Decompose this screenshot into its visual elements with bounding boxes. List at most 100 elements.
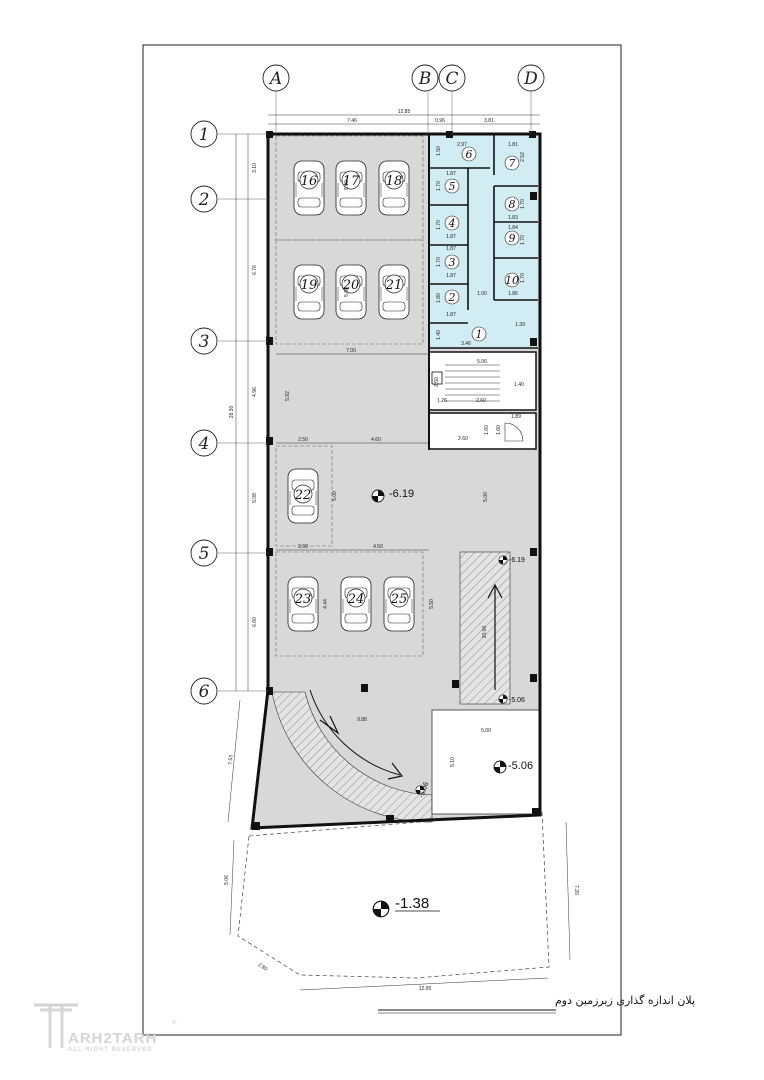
dim-elev-1-60b: 1.60 (496, 425, 502, 435)
dim-row-depth-a: 5.00 (344, 180, 350, 190)
level-main-floor-text: -6.19 (389, 488, 414, 500)
storage-9: 9 (504, 230, 520, 246)
yard-outline (237, 811, 550, 979)
dim-aisle-depth: 5.92 (285, 391, 291, 401)
slot-label-22: 22 (294, 488, 312, 503)
parking-slot-labels: 16 17 18 19 20 21 22 23 24 25 (293, 170, 409, 608)
dim-elev-1-60: 1.60 (484, 425, 490, 435)
entrance-platform (431, 709, 541, 815)
grid-label-1: 1 (199, 125, 210, 145)
dim-st-1-84: 1.84 (508, 225, 518, 231)
grid-bubble-d: D (517, 64, 545, 92)
dim-st-1-81: 1.81 (508, 142, 518, 148)
dim-bay-2-60: 2.60 (298, 544, 308, 550)
grid-bubble-1: 1 (190, 120, 218, 148)
dim-ramp-length: 20.00 (482, 626, 488, 639)
grid-bubble-2: 2 (190, 185, 218, 213)
dim-left-2: 6.76 (252, 265, 258, 275)
dim-st-1-70g: 1.70 (520, 273, 526, 283)
dim-st-1-87a: 1.87 (446, 171, 456, 177)
storage-partitions (429, 134, 538, 349)
dim-bay-4-60: 4.60 (371, 437, 381, 443)
grid-row-bubbles: 1 2 3 4 5 6 (190, 120, 218, 705)
slot-24: 24 (346, 588, 366, 608)
storage-label-7: 7 (509, 157, 516, 170)
dim-st-1-50: 1.50 (436, 146, 442, 156)
dim-st-1-83: 1.83 (508, 215, 518, 221)
grid-label-d: D (523, 69, 538, 89)
slot-label-17: 17 (343, 174, 360, 189)
slot-20: 20 (341, 274, 361, 294)
level-yard-text: -1.38 (395, 895, 429, 912)
sheet-frame (142, 44, 622, 1036)
dim-elev-2-60: 2.60 (458, 436, 468, 442)
storage-10: 10 (504, 272, 520, 288)
slot-17: 17 (341, 170, 361, 190)
grid-bubble-5: 5 (190, 539, 218, 567)
dim-st-1-70b: 1.70 (436, 220, 442, 230)
storage-label-10: 10 (505, 274, 519, 287)
grid-bubble-a: A (262, 64, 290, 92)
dim-stair-1-40: 1.40 (514, 382, 524, 388)
dim-left-3: 4.96 (252, 387, 258, 397)
grid-label-4: 4 (198, 434, 210, 454)
dim-bay-2-50: 2.50 (298, 437, 308, 443)
storage-2: 2 (444, 289, 460, 305)
storage-label-3: 3 (449, 256, 456, 269)
drawing-caption: پلان اندازه گذاری زیرزمین دوم (555, 994, 695, 1007)
dim-st-2-52: 2.52 (520, 152, 526, 162)
slot-25: 25 (389, 588, 409, 608)
level-ramp-landing-text: -5.06 (509, 697, 525, 704)
dim-bay-5-00b: 5.00 (483, 492, 489, 502)
dim-bay-4-50: 4.50 (373, 544, 383, 550)
dim-ramp-radius: 9.88 (357, 717, 367, 723)
dim-st-1-87d: 1.87 (446, 273, 456, 279)
storage-label-6: 6 (466, 148, 473, 161)
dim-bay-5-50: 5.50 (429, 599, 435, 609)
parking-bay-22 (275, 445, 333, 547)
grid-bubble-b: B (411, 64, 439, 92)
dim-ramp-5-10: 5.10 (450, 757, 456, 767)
slot-label-18: 18 (386, 174, 403, 189)
dim-st-1-39: 1.39 (515, 322, 525, 328)
brand-logo-rights: ALL RIGHT RESERVED (68, 1047, 152, 1053)
stair-treads (445, 364, 500, 402)
grid-label-c: C (445, 69, 458, 89)
dim-top-2: 0.96 (435, 118, 445, 124)
dim-stair-1-26: 1.26 (437, 398, 447, 404)
storage-1: 1 (471, 326, 487, 342)
dim-top-3: 3.81 (484, 118, 494, 124)
dim-bay-5-00: 5.00 (332, 491, 338, 501)
dim-st-1-70f: 1.70 (520, 235, 526, 245)
storage-unit-labels: 1 2 3 4 5 6 7 8 9 10 (444, 146, 520, 342)
slot-21: 21 (384, 274, 404, 294)
slot-18: 18 (384, 170, 404, 190)
slot-label-20: 20 (342, 278, 360, 293)
stair-core (428, 351, 537, 411)
brand-logo-mark (34, 1003, 78, 1048)
grid-bubble-4: 4 (190, 429, 218, 457)
storage-5: 5 (444, 178, 460, 194)
storage-3: 3 (444, 254, 460, 270)
grid-bubble-c: C (438, 64, 466, 92)
storage-7: 7 (504, 155, 520, 171)
dim-left-1: 3.10 (252, 163, 258, 173)
curved-ramp (271, 691, 433, 823)
grid-bubble-3: 3 (190, 327, 218, 355)
slot-label-25: 25 (390, 592, 408, 607)
grid-label-b: B (418, 69, 432, 89)
slot-16: 16 (299, 170, 319, 190)
dim-elev-1-89: 1.89 (511, 414, 521, 420)
grid-label-5: 5 (199, 544, 210, 564)
parking-row-bottom (275, 551, 424, 657)
dim-right-yard: 7.20 (573, 885, 579, 895)
dim-top-total: 12.85 (398, 109, 411, 115)
dim-ramp-5-00: 5.00 (481, 728, 491, 734)
brand-logo-registered: ® (172, 1019, 177, 1026)
grid-label-a: A (268, 69, 282, 89)
dimension-lines (227, 114, 571, 991)
dim-st-1-87c: 1.87 (446, 246, 456, 252)
grid-lines (218, 92, 532, 692)
dim-st-1-80: 1.80 (436, 293, 442, 303)
